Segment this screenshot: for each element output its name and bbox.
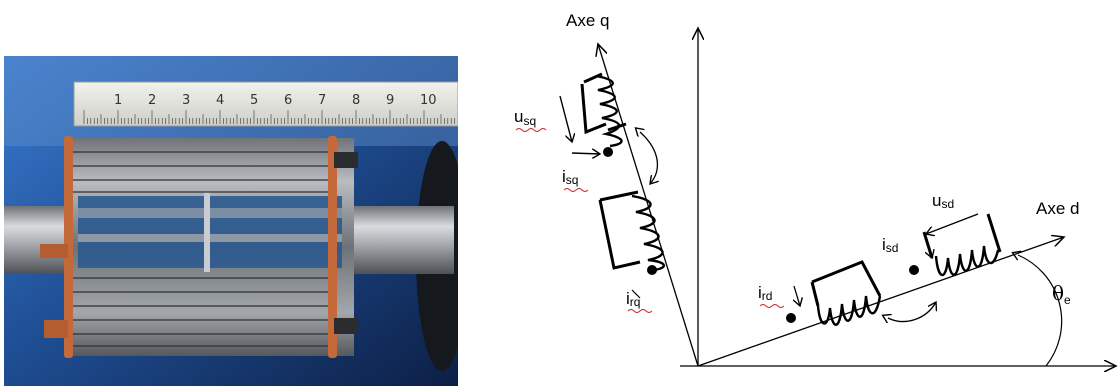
copper-end-ring-right [328,136,337,358]
axis-d-label: Axe d [1036,199,1079,218]
u-sd-arrow [926,213,979,234]
i-rd-arrow [794,285,800,306]
axis-q-label: Axe q [566,11,609,30]
rotor-winding-d [810,260,882,326]
angle-theta-e-label: θe [1052,281,1071,307]
ruler-number: 5 [250,93,258,108]
mutual-coupling-q-arrow [640,132,657,184]
u-sq-label: usq [514,107,536,128]
polarity-dot-rd [786,313,796,323]
stator-winding-d [922,213,1002,277]
ruler-number: 8 [352,93,360,108]
u-sd-label: usd [932,191,954,211]
polarity-dot-sq [603,147,613,157]
i-sd-arrow [926,239,932,258]
polarity-dot-rq [647,265,657,275]
ruler-number: 2 [148,93,156,108]
rotor-body [64,136,354,358]
ruler-number: 7 [318,93,326,108]
polarity-dot-sd [909,265,919,275]
dq-axes-diagram: Axe d Axe q θe usq isq irq [514,11,1120,388]
rotor-winding-q [598,190,665,272]
mutual-coupling-d-arrow [888,302,936,321]
ruler: 1 2 3 4 5 6 7 8 9 10 [73,81,458,127]
ruler-number: 3 [182,93,190,108]
ruler-number: 1 [114,93,122,108]
i-sq-label: isq [562,167,578,187]
u-sq-arrow [559,95,572,142]
i-sq-arrow [571,153,600,154]
q-axis [598,44,699,367]
ruler-number: 9 [386,93,394,108]
d-axis [697,237,1064,367]
copper-end-ring-left [64,136,73,358]
ruler-number: 10 [420,93,437,108]
i-sd-label: isd [882,235,898,255]
rotor-photo: 1 2 3 4 5 6 7 8 9 10 [4,56,458,386]
i-rq-arrow [631,289,641,299]
angle-arc [1018,255,1063,367]
i-rd-label: ird [758,283,772,303]
stator-winding-q [580,72,627,148]
ruler-number: 6 [284,93,292,108]
i-rq-label: irq [626,289,640,309]
ruler-number: 4 [216,93,224,108]
